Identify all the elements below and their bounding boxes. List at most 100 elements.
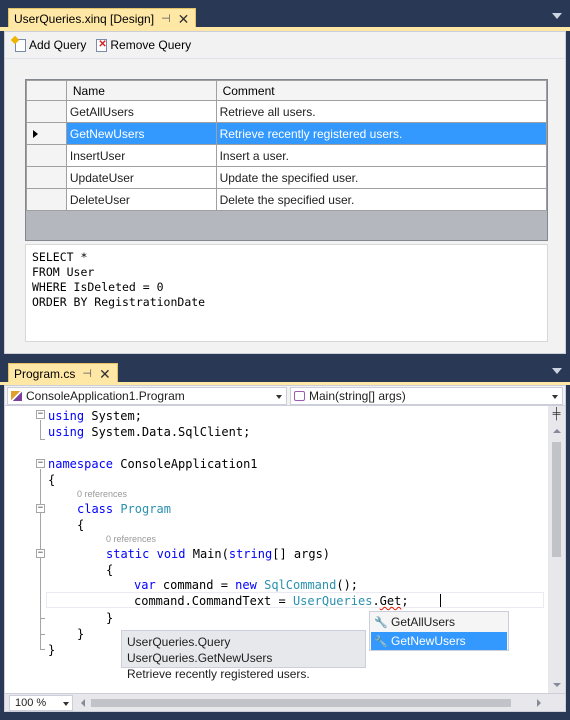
tooltip-signature: UserQueries.Query UserQueries.GetNewUser… (127, 635, 273, 665)
member-combo[interactable]: Main(string[] args) (290, 387, 563, 405)
designer-tab-well: UserQueries.xinq [Design] ⊣ ✕ (0, 6, 570, 28)
query-comment-cell[interactable]: Update the specified user. (215, 166, 548, 189)
code-line: namespace ConsoleApplication1 (48, 456, 258, 472)
query-name-cell[interactable]: DeleteUser (65, 188, 217, 211)
query-comment-cell[interactable]: Retrieve all users. (215, 100, 548, 123)
sql-line: FROM User (32, 265, 95, 279)
pin-icon[interactable]: ⊣ (161, 13, 171, 25)
query-comment-cell[interactable]: Retrieve recently registered users. (215, 122, 548, 145)
outline-guide (40, 469, 41, 649)
query-comment-cell[interactable]: Insert a user. (215, 144, 548, 167)
code-tab-title: Program.cs (14, 366, 76, 381)
query-name-cell[interactable]: GetNewUsers (65, 122, 217, 145)
row-header[interactable] (26, 100, 67, 123)
table-row[interactable]: InsertUser Insert a user. (26, 144, 548, 167)
code-token: command = (155, 578, 236, 592)
code-line: } (48, 642, 55, 658)
codelens-references[interactable]: 0 references (106, 534, 157, 544)
close-icon[interactable]: ✕ (98, 365, 111, 382)
sql-editor[interactable]: SELECT * FROM User WHERE IsDeleted = 0 O… (25, 244, 548, 342)
outline-guide (40, 420, 41, 440)
scroll-thumb[interactable] (552, 442, 561, 557)
code-line: { (77, 517, 84, 533)
code-line: class Program (77, 501, 171, 517)
pin-icon[interactable]: ⊣ (82, 368, 92, 380)
tab-overflow-dropdown-icon[interactable] (552, 13, 562, 19)
code-token: } (48, 643, 56, 657)
code-token: System.Data.SqlClient; (84, 425, 251, 439)
table-row-selected[interactable]: GetNewUsers Retrieve recently registered… (26, 122, 548, 145)
vertical-scrollbar[interactable]: ╪ (548, 406, 565, 693)
close-icon[interactable]: ✕ (177, 10, 190, 27)
completion-item-selected[interactable]: 🔧 GetNewUsers (371, 632, 507, 650)
tooltip-description: Retrieve recently registered users. (127, 667, 310, 681)
outline-guide (40, 618, 45, 619)
remove-query-button[interactable]: Remove Query (94, 35, 193, 55)
collapse-icon[interactable]: − (36, 458, 45, 468)
code-token: command.CommandText = (134, 594, 293, 608)
collapse-icon[interactable]: − (36, 503, 45, 513)
toolbar-divider (5, 58, 565, 59)
zoom-combo[interactable]: 100 % (9, 695, 73, 711)
scroll-thumb[interactable] (91, 699, 511, 707)
code-document-tab[interactable]: Program.cs ⊣ ✕ (8, 363, 118, 383)
code-token: { (106, 563, 114, 577)
keyword-token: string (228, 547, 273, 561)
chevron-down-icon[interactable] (552, 395, 558, 399)
completion-item-label: GetAllUsers (391, 615, 456, 629)
codelens-references[interactable]: 0 references (77, 489, 128, 499)
queries-grid: Name Comment GetAllUsers Retrieve all us… (25, 79, 548, 241)
outline-guide (40, 634, 45, 635)
class-combo[interactable]: ConsoleApplication1.Program (7, 387, 287, 405)
designer-toolbar: Add Query Remove Query (5, 32, 565, 58)
code-tab-well: Program.cs ⊣ ✕ (0, 361, 570, 383)
table-row[interactable]: UpdateUser Update the specified user. (26, 166, 548, 189)
sql-line: ORDER BY RegistrationDate (32, 295, 206, 309)
scroll-right-icon[interactable] (537, 699, 541, 707)
type-token: Program (120, 502, 171, 516)
chevron-down-icon[interactable] (276, 395, 282, 399)
designer-document-tab[interactable]: UserQueries.xinq [Design] ⊣ ✕ (8, 8, 197, 28)
code-line: static void Main(string[] args) (106, 546, 330, 562)
add-query-button[interactable]: Add Query (13, 35, 88, 55)
code-line: using System; (48, 408, 142, 424)
code-token: Main( (185, 547, 229, 561)
completion-list: 🔧 GetAllUsers 🔧 GetNewUsers (369, 611, 509, 651)
query-comment-cell[interactable]: Delete the specified user. (215, 188, 548, 211)
scroll-down-icon[interactable] (553, 683, 561, 687)
horizontal-scrollbar[interactable] (77, 695, 545, 711)
column-header-comment[interactable]: Comment (215, 80, 548, 101)
sql-line: WHERE IsDeleted = 0 (32, 280, 164, 294)
add-query-icon (15, 38, 26, 52)
code-line: var command = new SqlCommand(); (134, 577, 358, 593)
split-window-icon[interactable]: ╪ (552, 408, 561, 420)
query-name-cell[interactable]: GetAllUsers (65, 100, 217, 123)
table-row[interactable]: GetAllUsers Retrieve all users. (26, 100, 548, 123)
keyword-token: class (77, 502, 114, 516)
collapse-icon[interactable]: − (36, 409, 45, 419)
method-icon (294, 391, 305, 401)
query-name-cell[interactable]: InsertUser (65, 144, 217, 167)
code-token: ConsoleApplication1 (113, 457, 258, 471)
table-row[interactable]: DeleteUser Delete the specified user. (26, 188, 548, 211)
tab-overflow-dropdown-icon[interactable] (552, 368, 562, 374)
class-icon (11, 391, 22, 401)
editor-bottom-bar: 100 % (4, 693, 566, 712)
column-header-name[interactable]: Name (65, 80, 217, 101)
row-header[interactable] (26, 144, 67, 167)
query-name-cell[interactable]: UpdateUser (65, 166, 217, 189)
code-line: } (106, 610, 113, 626)
code-token: } (77, 627, 85, 641)
scroll-up-icon[interactable] (553, 429, 561, 433)
designer-tab-title: UserQueries.xinq [Design] (14, 11, 155, 26)
add-query-label: Add Query (29, 38, 87, 52)
row-header[interactable] (26, 188, 67, 211)
chevron-down-icon[interactable] (63, 702, 69, 706)
row-header[interactable] (26, 122, 67, 145)
row-header[interactable] (26, 166, 67, 189)
code-token: { (48, 473, 56, 487)
collapse-icon[interactable]: − (36, 548, 45, 558)
keyword-token: namespace (48, 457, 114, 471)
scroll-left-icon[interactable] (81, 699, 85, 707)
completion-item[interactable]: 🔧 GetAllUsers (371, 613, 507, 631)
